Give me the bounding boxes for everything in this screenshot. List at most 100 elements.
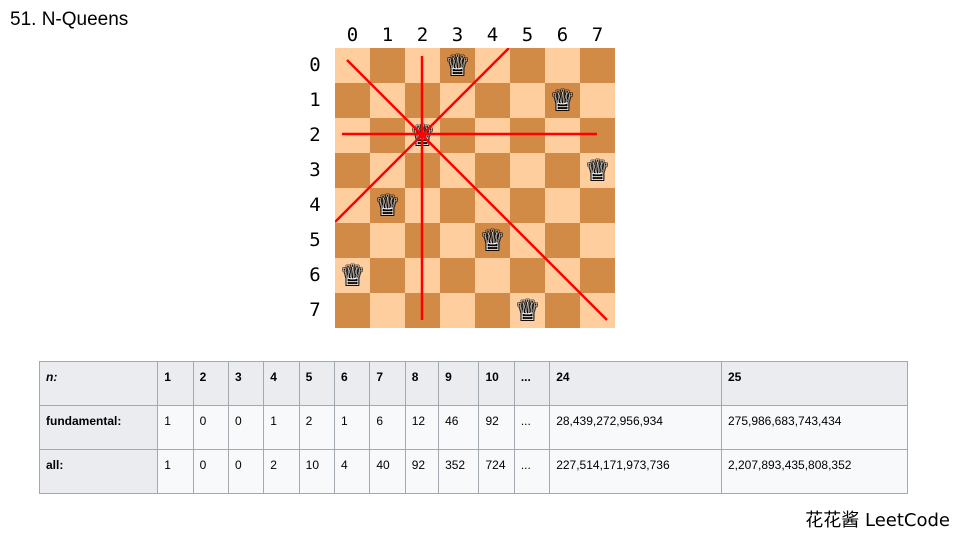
column-label: 6 bbox=[556, 24, 569, 46]
column-label: 3 bbox=[451, 24, 464, 46]
board-square bbox=[405, 83, 440, 118]
board-square bbox=[405, 293, 440, 328]
board-square bbox=[440, 118, 475, 153]
board-square bbox=[580, 188, 615, 223]
row-label: 7 bbox=[309, 299, 321, 321]
table-cell: 2,207,893,435,808,352 bbox=[720, 449, 909, 494]
table-cell: 0 bbox=[192, 449, 229, 494]
column-label: 0 bbox=[346, 24, 359, 46]
table-cell: 227,514,171,973,736 bbox=[549, 449, 722, 494]
column-header: 7 bbox=[369, 361, 406, 406]
board-square bbox=[440, 153, 475, 188]
queen-icon: ♕ bbox=[479, 223, 506, 257]
board-square bbox=[545, 258, 580, 293]
table-cell: 275,986,683,743,434 bbox=[720, 405, 909, 450]
board-square: ♕ bbox=[510, 293, 545, 328]
board-square bbox=[370, 48, 405, 83]
board-square bbox=[370, 153, 405, 188]
column-label: 5 bbox=[521, 24, 534, 46]
table-cell: 6 bbox=[369, 405, 406, 450]
column-header: 1 bbox=[157, 361, 194, 406]
row-label: 4 bbox=[309, 194, 321, 216]
board-square bbox=[370, 293, 405, 328]
table-cell: 352 bbox=[438, 449, 480, 494]
board-square bbox=[440, 258, 475, 293]
row-label: 3 bbox=[309, 159, 321, 181]
board-square bbox=[510, 83, 545, 118]
queen-icon: ♕ bbox=[514, 293, 541, 327]
board-square bbox=[335, 188, 370, 223]
queen-icon: ♕ bbox=[549, 83, 576, 117]
board-square bbox=[545, 223, 580, 258]
board-square bbox=[440, 293, 475, 328]
table-cell: 28,439,272,956,934 bbox=[549, 405, 722, 450]
footer-brand: 花花酱 LeetCode bbox=[805, 510, 950, 531]
board-square: ♕ bbox=[335, 258, 370, 293]
table-cell: 1 bbox=[157, 405, 194, 450]
board-square bbox=[545, 118, 580, 153]
board-square bbox=[370, 83, 405, 118]
board-square bbox=[335, 83, 370, 118]
board-grid: ♕ ♕ ♕ ♕ ♕ ♕ ♕ ♕ bbox=[335, 48, 615, 328]
board-square bbox=[475, 83, 510, 118]
board-square bbox=[510, 258, 545, 293]
column-header: 3 bbox=[227, 361, 265, 406]
queen-icon: ♕ bbox=[374, 188, 401, 222]
table-cell: 46 bbox=[438, 405, 480, 450]
board-square bbox=[475, 188, 510, 223]
row-header: n: bbox=[38, 361, 159, 406]
board-square bbox=[545, 293, 580, 328]
board-square bbox=[370, 258, 405, 293]
board-square bbox=[370, 223, 405, 258]
column-header: 8 bbox=[404, 361, 440, 406]
board-square bbox=[475, 48, 510, 83]
queen-icon: ♕ bbox=[444, 48, 471, 82]
table-cell: 2 bbox=[263, 449, 300, 494]
board-square bbox=[510, 48, 545, 83]
board-square bbox=[580, 258, 615, 293]
row-header: fundamental: bbox=[38, 405, 159, 450]
table-cell: 2 bbox=[298, 405, 336, 450]
table-cell: 12 bbox=[404, 405, 440, 450]
table-cell: 40 bbox=[369, 449, 406, 494]
table-cell: 1 bbox=[263, 405, 300, 450]
table-cell: 0 bbox=[192, 405, 229, 450]
board-square bbox=[335, 118, 370, 153]
table-cell: 0 bbox=[227, 449, 265, 494]
board-square bbox=[335, 293, 370, 328]
row-label: 1 bbox=[309, 89, 321, 111]
board-square: ♕ bbox=[440, 48, 475, 83]
board-square bbox=[510, 223, 545, 258]
table-cell: 0 bbox=[227, 405, 265, 450]
queen-icon: ♕ bbox=[409, 118, 436, 152]
table-cell: 4 bbox=[334, 449, 371, 494]
board-square: ♕ bbox=[545, 83, 580, 118]
board-square: ♕ bbox=[580, 153, 615, 188]
board-square: ♕ bbox=[405, 118, 440, 153]
row-label: 0 bbox=[309, 54, 321, 76]
table-cell: 92 bbox=[478, 405, 515, 450]
table-cell: ... bbox=[513, 405, 551, 450]
row-label: 5 bbox=[309, 229, 321, 251]
column-header: ... bbox=[513, 361, 551, 406]
board-square bbox=[475, 258, 510, 293]
board-square bbox=[475, 293, 510, 328]
chess-board: ♕ ♕ ♕ ♕ ♕ ♕ ♕ ♕ bbox=[335, 48, 615, 328]
queen-icon: ♕ bbox=[584, 153, 611, 187]
column-label: 4 bbox=[486, 24, 499, 46]
table-cell: 1 bbox=[157, 449, 194, 494]
board-square: ♕ bbox=[370, 188, 405, 223]
board-square bbox=[510, 188, 545, 223]
board-square bbox=[510, 153, 545, 188]
board-square bbox=[580, 118, 615, 153]
board-square bbox=[440, 223, 475, 258]
column-header: 10 bbox=[478, 361, 515, 406]
board-square bbox=[580, 83, 615, 118]
board-square bbox=[510, 118, 545, 153]
row-header: all: bbox=[38, 449, 159, 494]
table-cell: 10 bbox=[298, 449, 336, 494]
column-header: 24 bbox=[549, 361, 722, 406]
board-square bbox=[580, 48, 615, 83]
